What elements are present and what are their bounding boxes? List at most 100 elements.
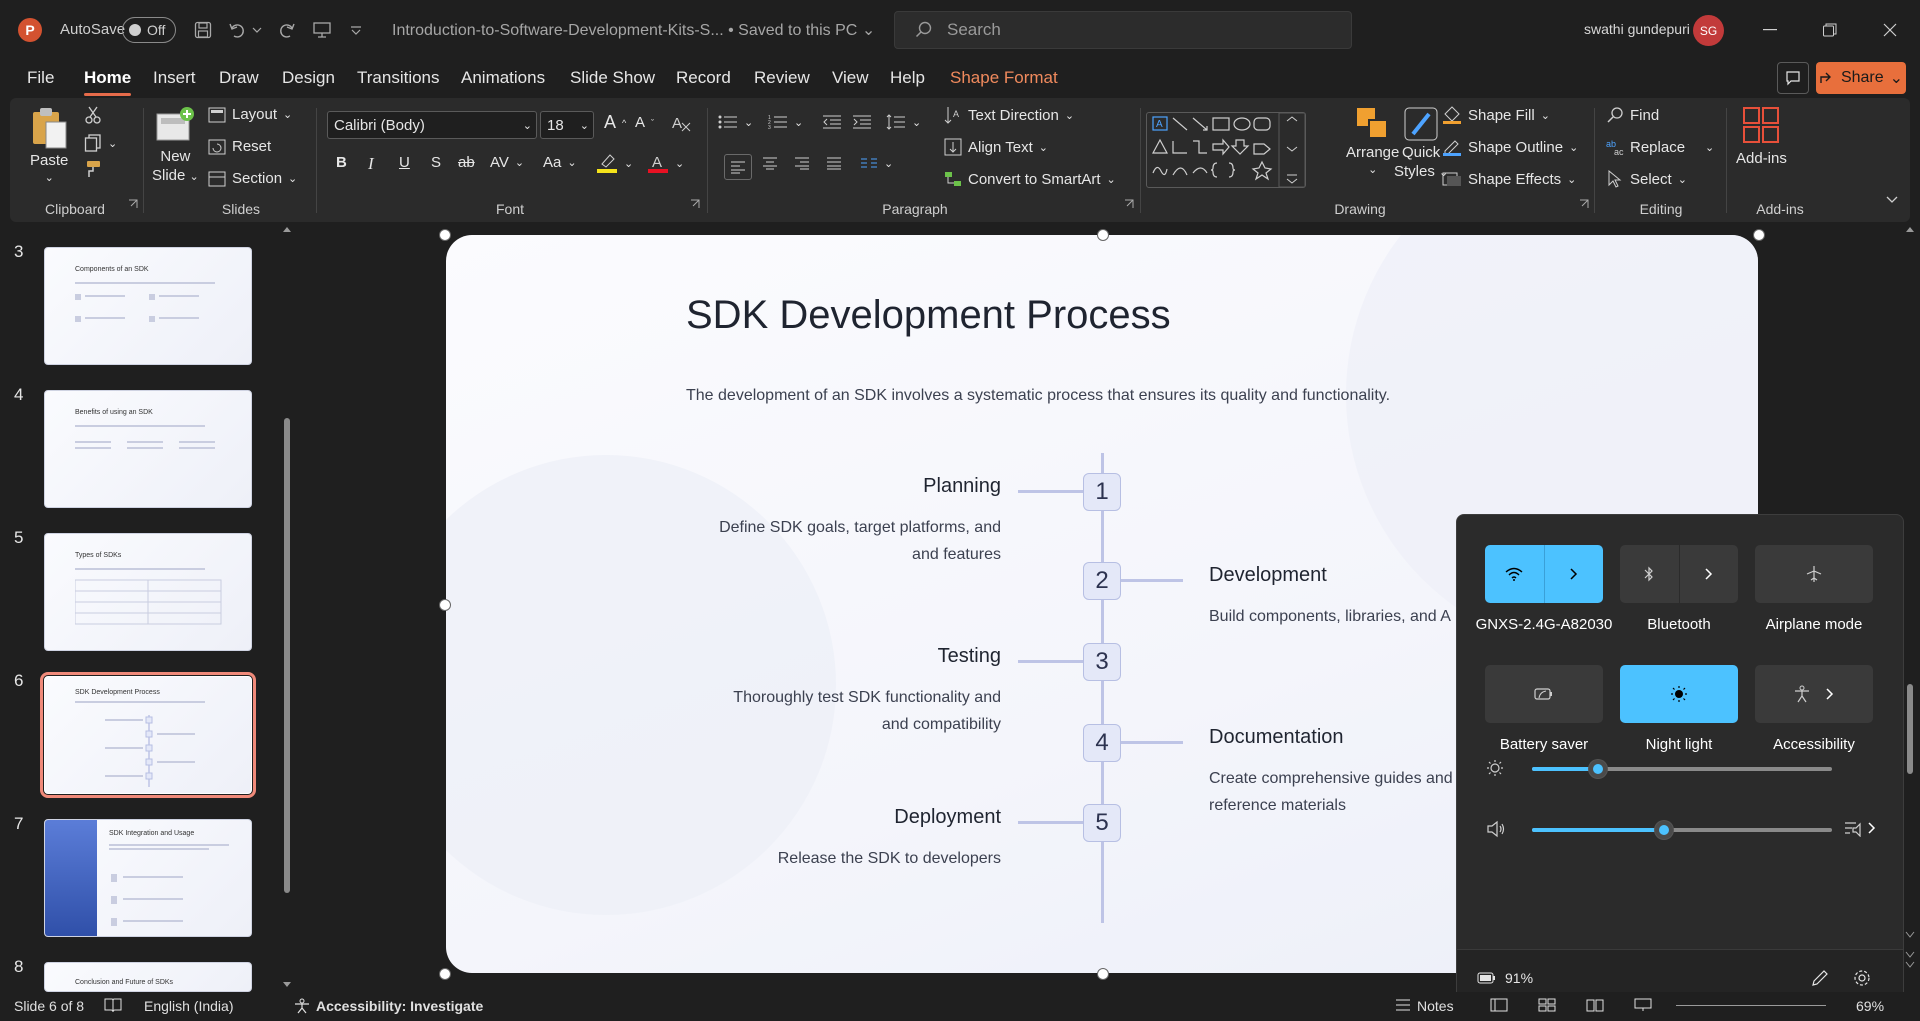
decrease-indent-icon[interactable] [822, 114, 842, 130]
slide-thumbnail[interactable]: Types of SDKs [44, 533, 252, 651]
tab-view[interactable]: View [832, 68, 869, 87]
restore-icon[interactable] [1810, 14, 1850, 46]
edit-icon[interactable] [1811, 969, 1829, 987]
brightness-slider[interactable] [1532, 767, 1832, 771]
font-name-combobox[interactable]: Calibri (Body)⌄ [327, 111, 537, 139]
italic-button[interactable]: I [368, 154, 374, 173]
normal-view-icon[interactable] [1490, 998, 1508, 1012]
share-button[interactable]: Share⌄ [1816, 62, 1906, 94]
change-case-button[interactable]: Aa⌄ [543, 154, 577, 171]
select-button[interactable]: Select⌄ [1606, 170, 1687, 188]
present-icon[interactable] [308, 16, 336, 44]
slide-thumbnail[interactable]: Conclusion and Future of SDKs [44, 962, 252, 992]
font-size-combobox[interactable]: 18⌄ [540, 111, 594, 139]
minimize-icon[interactable] [1750, 14, 1790, 46]
tab-shape-format[interactable]: Shape Format [950, 68, 1058, 87]
slide-thumbnail[interactable]: SDK Integration and Usage [44, 819, 252, 937]
grow-font-button[interactable]: A^ [604, 112, 626, 133]
undo-dropdown-icon[interactable] [250, 16, 264, 44]
notes-button[interactable]: Notes [1395, 998, 1454, 1014]
shapes-gallery[interactable]: A [1146, 112, 1306, 188]
chevron-right-icon[interactable] [1680, 545, 1739, 603]
layout-button[interactable]: Layout⌄ [208, 106, 292, 123]
search-box[interactable]: Search [894, 11, 1352, 49]
slide-thumbnail-selected[interactable]: SDK Development Process [40, 672, 256, 798]
tab-insert[interactable]: Insert [153, 68, 196, 87]
highlight-color-button[interactable]: ⌄ [596, 152, 633, 174]
columns-button[interactable]: ⌄ [860, 156, 893, 170]
slide-thumbnail[interactable]: Benefits of using an SDK [44, 390, 252, 508]
battery-status[interactable]: 91% [1477, 970, 1533, 986]
shape-fill-button[interactable]: Shape Fill⌄ [1442, 106, 1550, 124]
tab-record[interactable]: Record [676, 68, 731, 87]
resize-handle[interactable] [439, 229, 451, 241]
accessibility-checker[interactable]: Accessibility: Investigate [294, 998, 483, 1014]
document-title[interactable]: Introduction-to-Software-Development-Kit… [392, 20, 875, 40]
section-button[interactable]: Section⌄ [208, 170, 297, 187]
tab-file[interactable]: File [27, 68, 55, 87]
redo-icon[interactable] [272, 16, 300, 44]
font-color-button[interactable]: A⌄ [647, 152, 684, 174]
language-indicator[interactable]: English (India) [144, 998, 234, 1014]
resize-handle[interactable] [439, 968, 451, 980]
new-slide-button[interactable]: New Slide ⌄ [152, 106, 199, 184]
spelling-icon[interactable] [104, 997, 122, 1013]
battery-saver-tile[interactable] [1485, 665, 1603, 723]
airplane-mode-tile[interactable] [1755, 545, 1873, 603]
copy-icon[interactable]: ⌄ [84, 134, 117, 152]
arrange-button[interactable]: Arrange ⌄ [1346, 106, 1399, 176]
bold-button[interactable]: B [336, 154, 347, 171]
slide-subtitle[interactable]: The development of an SDK involves a sys… [686, 387, 1391, 404]
quick-styles-button[interactable]: Quick Styles ⌄ [1394, 106, 1448, 180]
volume-slider[interactable] [1532, 828, 1832, 832]
resize-handle[interactable] [1753, 229, 1765, 241]
strikethrough-button[interactable]: ab [458, 154, 475, 171]
settings-gear-icon[interactable] [1853, 969, 1871, 987]
bullets-button[interactable]: ⌄ [718, 114, 753, 130]
shape-outline-button[interactable]: Shape Outline⌄ [1442, 138, 1578, 156]
close-icon[interactable] [1870, 14, 1910, 46]
align-right-icon[interactable] [794, 156, 810, 170]
tab-home[interactable]: Home [84, 68, 132, 96]
character-spacing-button[interactable]: AV⌄ [490, 154, 524, 171]
resize-handle[interactable] [439, 599, 451, 611]
tab-review[interactable]: Review [754, 68, 810, 87]
align-text-button[interactable]: Align Text⌄ [944, 138, 1048, 156]
format-painter-icon[interactable] [84, 160, 102, 178]
line-spacing-button[interactable]: ⌄ [886, 114, 921, 130]
reset-button[interactable]: Reset [208, 138, 271, 155]
slide-thumbnail[interactable]: Components of an SDK [44, 247, 252, 365]
night-light-tile[interactable] [1620, 665, 1738, 723]
justify-icon[interactable] [826, 156, 842, 170]
undo-icon[interactable] [224, 16, 252, 44]
dialog-launcher-icon[interactable] [1124, 199, 1134, 209]
reading-view-icon[interactable] [1586, 998, 1604, 1012]
tab-transitions[interactable]: Transitions [357, 68, 440, 87]
customize-qat-icon[interactable] [342, 16, 370, 44]
chevron-right-icon[interactable] [1545, 545, 1604, 603]
resize-handle[interactable] [1097, 968, 1109, 980]
tab-animations[interactable]: Animations [461, 68, 546, 87]
align-left-icon[interactable] [724, 154, 752, 180]
resize-handle[interactable] [1097, 229, 1109, 241]
slideshow-icon[interactable] [1634, 998, 1652, 1012]
underline-button[interactable]: U [399, 154, 410, 171]
align-center-icon[interactable] [762, 156, 778, 170]
dialog-launcher-icon[interactable] [128, 199, 138, 209]
convert-smartart-button[interactable]: Convert to SmartArt⌄ [944, 170, 1116, 188]
tab-slide-show[interactable]: Slide Show [570, 68, 656, 87]
volume-slider-thumb[interactable] [1655, 821, 1673, 839]
zoom-slider[interactable] [1676, 1005, 1826, 1006]
avatar[interactable]: SG [1693, 15, 1724, 46]
save-icon[interactable] [189, 16, 217, 44]
clear-formatting-icon[interactable]: A [670, 113, 692, 133]
bluetooth-tile[interactable] [1620, 545, 1738, 603]
thumbnail-scrollbar[interactable] [280, 222, 294, 992]
zoom-level[interactable]: 69% [1856, 998, 1885, 1014]
shape-effects-button[interactable]: Shape Effects⌄ [1442, 170, 1576, 188]
tab-design[interactable]: Design [282, 68, 335, 87]
paste-button[interactable]: Paste ⌄ [30, 106, 68, 184]
